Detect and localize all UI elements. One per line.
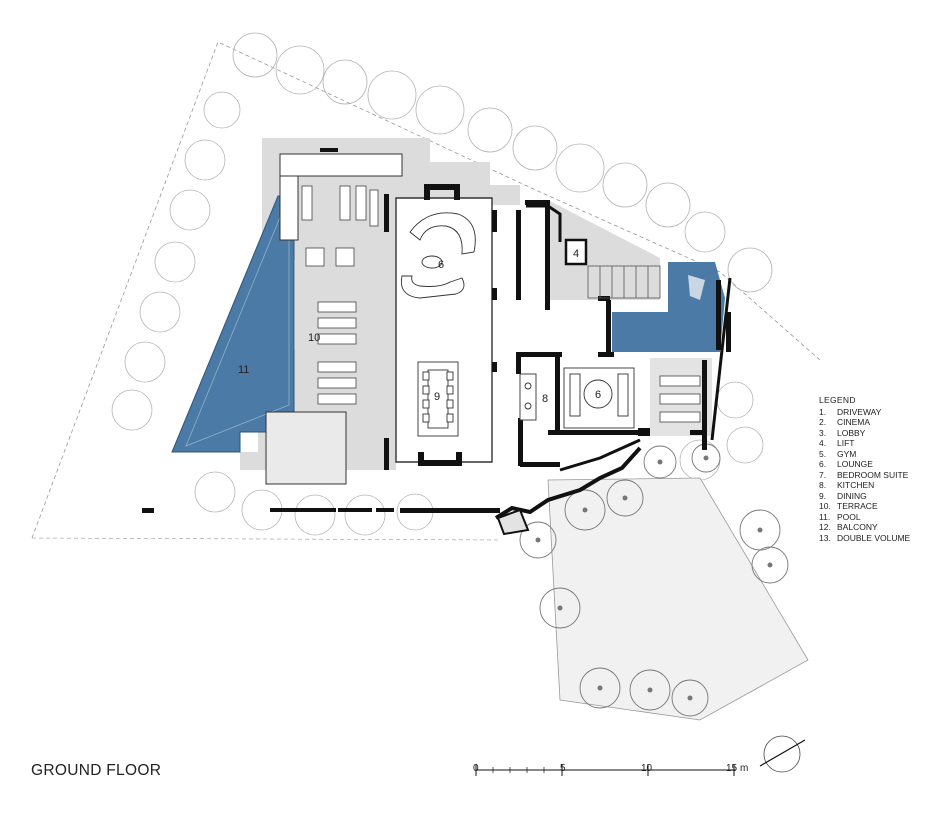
legend-item: 13.DOUBLE VOLUME [819, 532, 911, 543]
terrace-loungers [305, 247, 357, 405]
scale-bar: 0 5 10 15 m [473, 763, 748, 776]
legend-item: 7.BEDROOM SUITE [819, 469, 909, 480]
pool-deck [265, 411, 347, 485]
site-boundary-south [31, 537, 501, 541]
room-label-lift: 4 [573, 248, 579, 260]
room-label-dining: 9 [434, 391, 440, 403]
drawing-title: GROUND FLOOR [31, 762, 162, 779]
room-label-kitchen: 8 [542, 393, 548, 405]
lounge-furniture [400, 212, 476, 299]
legend-item: 10.TERRACE [819, 501, 878, 511]
tree-canopies [111, 32, 773, 536]
dining-table [417, 361, 459, 437]
paved-court [547, 477, 809, 721]
entry-planter [496, 508, 530, 536]
legend-item: 8.KITCHEN [819, 480, 875, 490]
legend-item: 9.DINING [819, 490, 867, 501]
legend-item: 12.BALCONY [819, 522, 878, 532]
scale-tick-5: 5 [560, 763, 566, 774]
east-paving [548, 200, 660, 300]
legend: LEGEND 1.DRIVEWAY 2.CINEMA 3.LOBBY 4.LIF… [819, 395, 910, 543]
legend-item: 5.GYM [819, 448, 857, 459]
room-label-pool: 11 [238, 364, 249, 376]
tree-trunks [535, 455, 773, 701]
scale-tick-0: 0 [473, 763, 479, 774]
balcony-pool-hatch [688, 275, 705, 300]
legend-heading: LEGEND [819, 395, 856, 405]
legend-item: 4.LIFT [819, 438, 855, 448]
terrace-paving [240, 138, 520, 470]
counter-return [279, 175, 299, 241]
scale-unit: m [740, 763, 748, 774]
site-boundary [31, 41, 821, 539]
entry-angled-wall [494, 446, 642, 520]
entry-angled-wall-2 [559, 438, 641, 472]
room-label-terrace: 10 [308, 332, 320, 344]
legend-item: 6.LOUNGE [819, 459, 873, 469]
walls [142, 148, 731, 513]
stair [587, 265, 661, 299]
room-label-lounge-east: 6 [595, 389, 601, 401]
legend-item: 3.LOBBY [819, 427, 866, 438]
legend-item: 1.DRIVEWAY [819, 406, 882, 417]
lift-shaft [564, 238, 588, 266]
legend-item: 2.CINEMA [819, 417, 871, 427]
east-lounge-furniture [563, 367, 635, 429]
north-east-wall [526, 204, 562, 242]
scale-tick-15: 15 [726, 763, 738, 774]
outdoor-dining [301, 185, 379, 227]
kitchen-island [519, 373, 537, 421]
scale-tick-10: 10 [641, 763, 653, 774]
room-label-lounge-main: 6 [438, 259, 444, 271]
trees-with-trunks [519, 443, 789, 717]
legend-item: 11.POOL [819, 511, 861, 522]
kitchen-counter [279, 153, 403, 177]
north-arrow-icon [759, 735, 806, 773]
east-terrace-loungers [659, 375, 701, 423]
east-facade [710, 277, 732, 441]
